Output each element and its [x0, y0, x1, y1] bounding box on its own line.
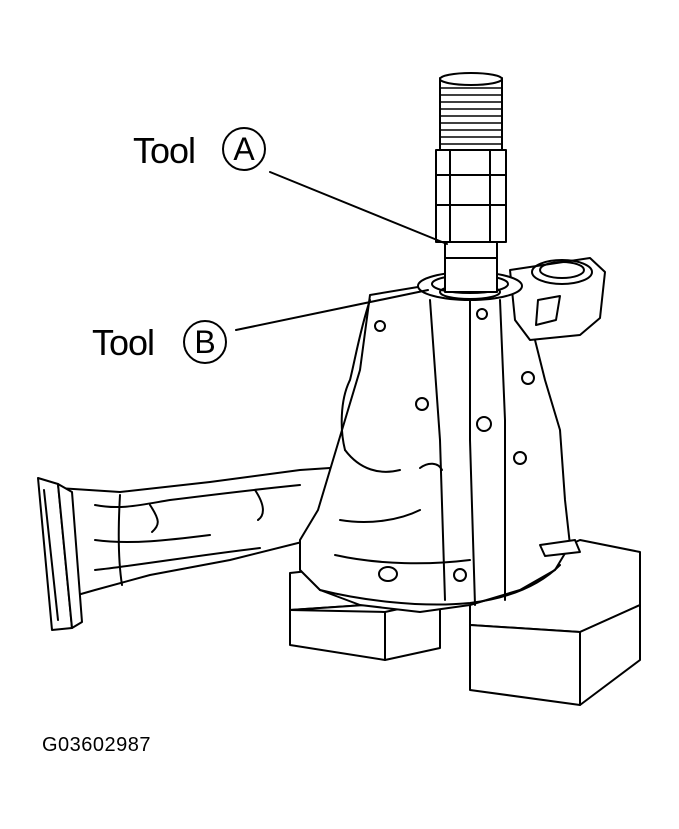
axle-flange [38, 478, 82, 630]
leader-line-tool-a [270, 172, 447, 244]
tool-a-drift [436, 73, 506, 292]
support-block-right [470, 540, 640, 705]
figure-id: G03602987 [42, 734, 152, 756]
tool-a-label: Tool [133, 130, 196, 171]
tool-b-callout-circle: B [183, 320, 227, 364]
tool-b-label: Tool [92, 322, 155, 363]
differential-housing [300, 285, 580, 612]
leader-line-tool-b [236, 290, 428, 330]
tool-a-callout-circle: A [222, 127, 266, 171]
mounting-ear [510, 258, 605, 340]
tool-a-threads [441, 88, 501, 144]
